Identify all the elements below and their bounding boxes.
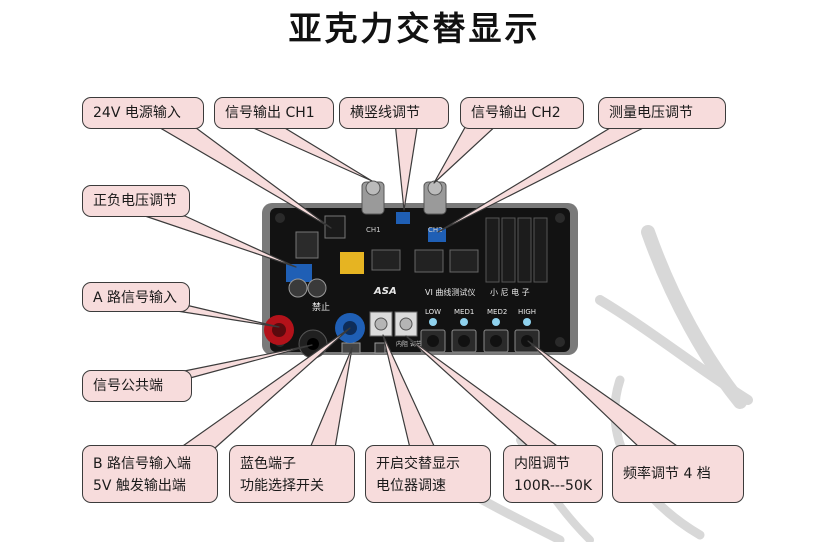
callout-pos-neg-voltage: 正负电压调节 (82, 185, 190, 217)
callout-b-signal-input: B 路信号输入端 5V 触发输出端 (82, 445, 218, 503)
bnc-ch2 (423, 180, 447, 215)
voltage-pot (286, 264, 312, 282)
relay-bank (485, 217, 548, 283)
led-high (523, 318, 531, 326)
brand-silk: 小 尼 电 子 (490, 287, 530, 297)
low-silk: LOW (425, 308, 441, 316)
led-med1 (460, 318, 468, 326)
callout-alternate-display: 开启交替显示 电位器调速 (365, 445, 491, 503)
callout-signal-out-ch1: 信号输出 CH1 (214, 97, 334, 129)
crosshair-pot (396, 212, 410, 224)
callout-crosshair-adjust: 横竖线调节 (339, 97, 449, 129)
high-silk: HIGH (518, 308, 536, 316)
pot-silk: 内阻 调节 (396, 340, 422, 348)
warning-silk: 禁止 (312, 301, 330, 313)
ch2-silk: CH2 (428, 226, 443, 234)
acrylic-board: CH1 CH2 VI 曲线测试仪 小 尼 电 子 ASA 禁止 LOW MED1… (262, 180, 578, 355)
med2-silk: MED2 (487, 308, 507, 316)
led-low (429, 318, 437, 326)
callout-signal-common: 信号公共端 (82, 370, 192, 402)
med1-silk: MED1 (454, 308, 474, 316)
terminal-a-red[interactable] (264, 315, 294, 345)
bnc-ch1 (361, 180, 385, 215)
callout-measure-voltage: 测量电压调节 (598, 97, 726, 129)
callout-blue-terminal: 蓝色端子 功能选择开关 (229, 445, 355, 503)
ch1-silk: CH1 (366, 226, 381, 234)
led-med2 (492, 318, 500, 326)
callout-frequency-adjust: 频率调节 4 档 (612, 445, 744, 503)
measure-pot (428, 228, 446, 242)
logo-silk: ASA (373, 286, 397, 297)
callout-internal-resistance: 内阻调节 100R---50K (503, 445, 603, 503)
callout-power-input: 24V 电源输入 (82, 97, 204, 129)
product-name-silk: VI 曲线测试仪 (425, 287, 475, 297)
callout-pointers (144, 121, 681, 449)
page-title: 亚克力交替显示 (288, 9, 541, 48)
callout-a-signal-input: A 路信号输入 (82, 282, 190, 312)
callout-signal-out-ch2: 信号输出 CH2 (460, 97, 584, 129)
